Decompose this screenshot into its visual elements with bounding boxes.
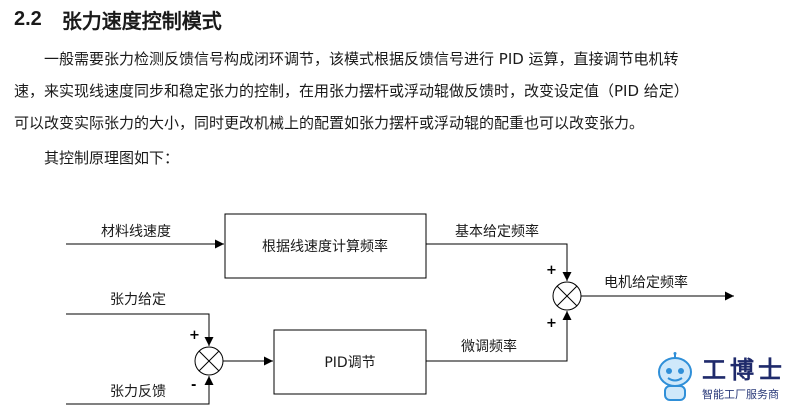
paragraph-text-1: 一般需要张力检测反馈信号构成闭环调节，该模式根据反馈信号进行 PID 运算，直接… [44, 50, 679, 68]
tension-feedback-arrow [66, 376, 214, 405]
calc-block [224, 213, 427, 279]
paragraph-line-3: 可以改变实际张力的大小，同时更改机械上的配置如张力摆杆或浮动辊的配重也可以改变张… [14, 114, 645, 132]
tension-setpoint-label: 张力给定 [110, 292, 166, 308]
plus-sign-trim: + [546, 316, 557, 331]
watermark-title: 工博士 [702, 355, 786, 384]
pid-block-label: PID调节 [324, 355, 375, 371]
calc-block-label: 根据线速度计算频率 [262, 238, 388, 255]
paragraph-line-4: 其控制原理图如下： [14, 148, 796, 168]
paragraph-text-4: 其控制原理图如下： [44, 149, 180, 167]
tension-setpoint-arrow [66, 313, 214, 346]
line-speed-label: 材料线速度 [101, 224, 171, 240]
watermark-subtitle: 智能工厂服务商 [702, 388, 779, 401]
tension-summing-junction [194, 346, 224, 376]
base-freq-arrow [426, 243, 572, 281]
paragraph-line-1: 一般需要张力检测反馈信号构成闭环调节，该模式根据反馈信号进行 PID 运算，直接… [14, 49, 796, 69]
motor-freq-label: 电机给定频率 [604, 274, 688, 291]
watermark-logo: 工博士 智能工厂服务商 [652, 350, 796, 408]
plus-sign-base: + [546, 263, 557, 278]
plus-sign-setpoint: + [189, 328, 200, 343]
tension-feedback-label: 张力反馈 [110, 384, 166, 400]
pid-block [273, 329, 427, 395]
robot-mascot-icon [658, 352, 692, 401]
trim-freq-label: 微调频率 [461, 338, 517, 355]
section-title: 张力速度控制模式 [61, 8, 222, 33]
section-number: 2.2 [14, 7, 42, 30]
minus-sign-feedback: - [191, 378, 196, 393]
section-heading: 2.2 张力速度控制模式 [14, 2, 222, 36]
motor-summing-junction [552, 281, 582, 311]
paragraph-line-2: 速，来实现线速度同步和稳定张力的控制，在用张力摆杆或浮动辊做反馈时，改变设定值（… [14, 82, 689, 100]
trim-freq-arrow [426, 311, 572, 362]
base-freq-label: 基本给定频率 [455, 223, 539, 240]
